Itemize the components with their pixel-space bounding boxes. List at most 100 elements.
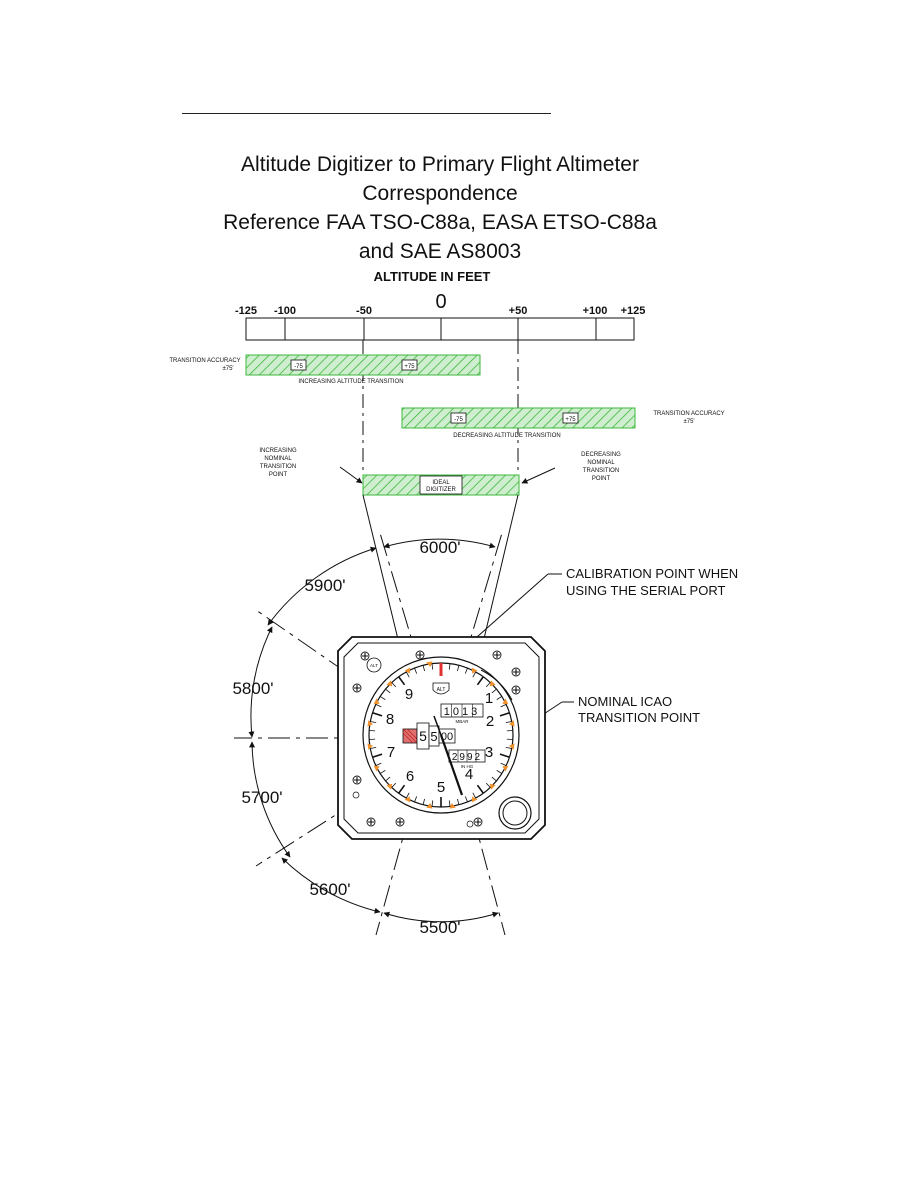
top-rule <box>182 113 551 114</box>
decreasing-point-arrow <box>521 467 556 484</box>
projection-lines <box>362 494 519 665</box>
orange-marker <box>502 765 509 772</box>
increasing-point-line3: TRANSITION <box>260 464 296 470</box>
indicator-dot-left <box>352 791 360 799</box>
orange-marker <box>386 680 393 687</box>
icao-callout: NOMINAL ICAO TRANSITION POINT <box>517 694 700 732</box>
indicator-dot-bottom <box>466 820 474 828</box>
decreasing-accuracy-label: TRANSITION ACCURACY <box>653 411 724 417</box>
dial-tick <box>422 665 425 672</box>
tick-label-minus-100: -100 <box>274 305 296 317</box>
orange-marker <box>367 720 373 727</box>
dial-number-2: 2 <box>486 713 494 730</box>
dial-tick <box>370 721 377 724</box>
screw <box>511 685 521 695</box>
radial-5900 <box>379 532 442 739</box>
dial-tick <box>398 784 406 794</box>
dial-number-5: 5 <box>437 779 445 796</box>
scale-zero-label: 0 <box>435 291 446 313</box>
dial-tick <box>431 663 434 670</box>
arc-6000 <box>383 538 496 549</box>
dial-tick <box>476 784 484 794</box>
screw <box>492 650 502 660</box>
dial-tick <box>379 696 386 700</box>
tick-label-minus-125: -125 <box>235 305 257 317</box>
screw <box>511 667 521 677</box>
increasing-box-right: +75 <box>404 364 415 370</box>
baro-adjust-knob-inner <box>502 800 528 826</box>
decreasing-transition-point: DECREASING NOMINAL TRANSITION POINT <box>521 452 621 484</box>
icao-text-line2: TRANSITION POINT <box>578 710 700 725</box>
dial-number-7: 7 <box>387 744 395 761</box>
scale-tick-labels: -125 -100 -50 +50 +100 +125 <box>235 305 645 317</box>
arc-5600 <box>281 857 381 914</box>
alt-badge-shape <box>432 682 450 695</box>
dial-tick <box>464 667 468 674</box>
increasing-accuracy-label: TRANSITION ACCURACY <box>169 358 240 364</box>
alt-corner-text: ALT <box>370 663 378 668</box>
dial-tick <box>457 798 460 805</box>
baro-mbar-unit: MBAR <box>455 719 469 724</box>
dial-tick <box>505 746 512 749</box>
dial-tick <box>370 746 377 749</box>
altimeter-instrument: 1 2 3 4 5 6 7 8 9 ALT ALT 1013 MBAR 2992… <box>337 636 546 840</box>
dial-number-9: 9 <box>405 686 413 703</box>
baro-inhg-unit: IN HG <box>461 764 474 769</box>
label-6000: 6000' <box>419 538 460 557</box>
dial-tick <box>448 663 451 670</box>
dial-tick <box>491 776 497 782</box>
orange-transition-markers <box>367 661 515 809</box>
decreasing-point-line4: POINT <box>592 476 611 482</box>
counter-digit-3: 00 <box>441 731 453 743</box>
baro-inhg-value: 2992 <box>452 752 482 763</box>
dial-tick <box>496 770 503 774</box>
dial-tick <box>464 796 468 803</box>
decreasing-box-left: -75 <box>454 417 463 423</box>
dial-tick <box>457 665 460 672</box>
orange-marker <box>426 661 433 667</box>
increasing-caption: INCREASING ALTITUDE TRANSITION <box>298 379 403 385</box>
dial-number-3: 3 <box>485 744 493 761</box>
tick-label-plus-100: +100 <box>583 305 608 317</box>
screw <box>352 683 362 693</box>
orange-marker <box>426 803 433 809</box>
orange-marker <box>471 667 478 674</box>
screw <box>415 650 425 660</box>
dial-tick <box>405 671 410 678</box>
title-line-2: Correspondence <box>362 182 518 205</box>
orange-marker <box>509 720 515 727</box>
increasing-box-left: -75 <box>294 364 303 370</box>
increasing-transition-band: -75 +75 INCREASING ALTITUDE TRANSITION T… <box>169 354 481 385</box>
increasing-point-line1: INCREASING <box>259 448 297 454</box>
dial-tick <box>375 762 382 767</box>
dial-number-8: 8 <box>386 711 394 728</box>
dial-tick <box>414 667 418 674</box>
increasing-point-line2: NOMINAL <box>264 456 292 462</box>
radial-6000 <box>440 532 503 739</box>
instrument-bezel-inner <box>343 642 540 834</box>
decreasing-box-right: +75 <box>565 417 576 423</box>
dial-tick <box>414 796 418 803</box>
decreasing-caption: DECREASING ALTITUDE TRANSITION <box>453 433 560 439</box>
decreasing-point-line3: TRANSITION <box>583 468 619 474</box>
orange-marker <box>471 796 478 803</box>
calibration-callout: CALIBRATION POINT WHEN USING THE SERIAL … <box>450 566 738 661</box>
altitude-scale-bar <box>245 317 635 341</box>
dial-ticks <box>369 663 513 807</box>
screw <box>366 817 376 827</box>
increasing-transition-point: INCREASING NOMINAL TRANSITION POINT <box>259 448 363 484</box>
dial-tick <box>485 682 491 688</box>
orange-marker <box>502 698 509 705</box>
decreasing-accuracy-value: ±75' <box>683 419 694 425</box>
dial-tick <box>391 682 397 688</box>
dial-tick <box>499 753 510 759</box>
altitude-labels: 6000' 5900' 5800' 5700' 5600' 5500' <box>232 538 460 937</box>
orange-marker <box>489 783 496 790</box>
baro-mbar-value: 1013 <box>444 706 480 718</box>
ideal-digitizer-band: IDEAL DIGITIZER <box>362 474 520 496</box>
label-5700: 5700' <box>241 788 282 807</box>
dial-tick <box>499 711 510 717</box>
orange-marker <box>449 803 456 809</box>
label-5900: 5900' <box>304 576 345 595</box>
